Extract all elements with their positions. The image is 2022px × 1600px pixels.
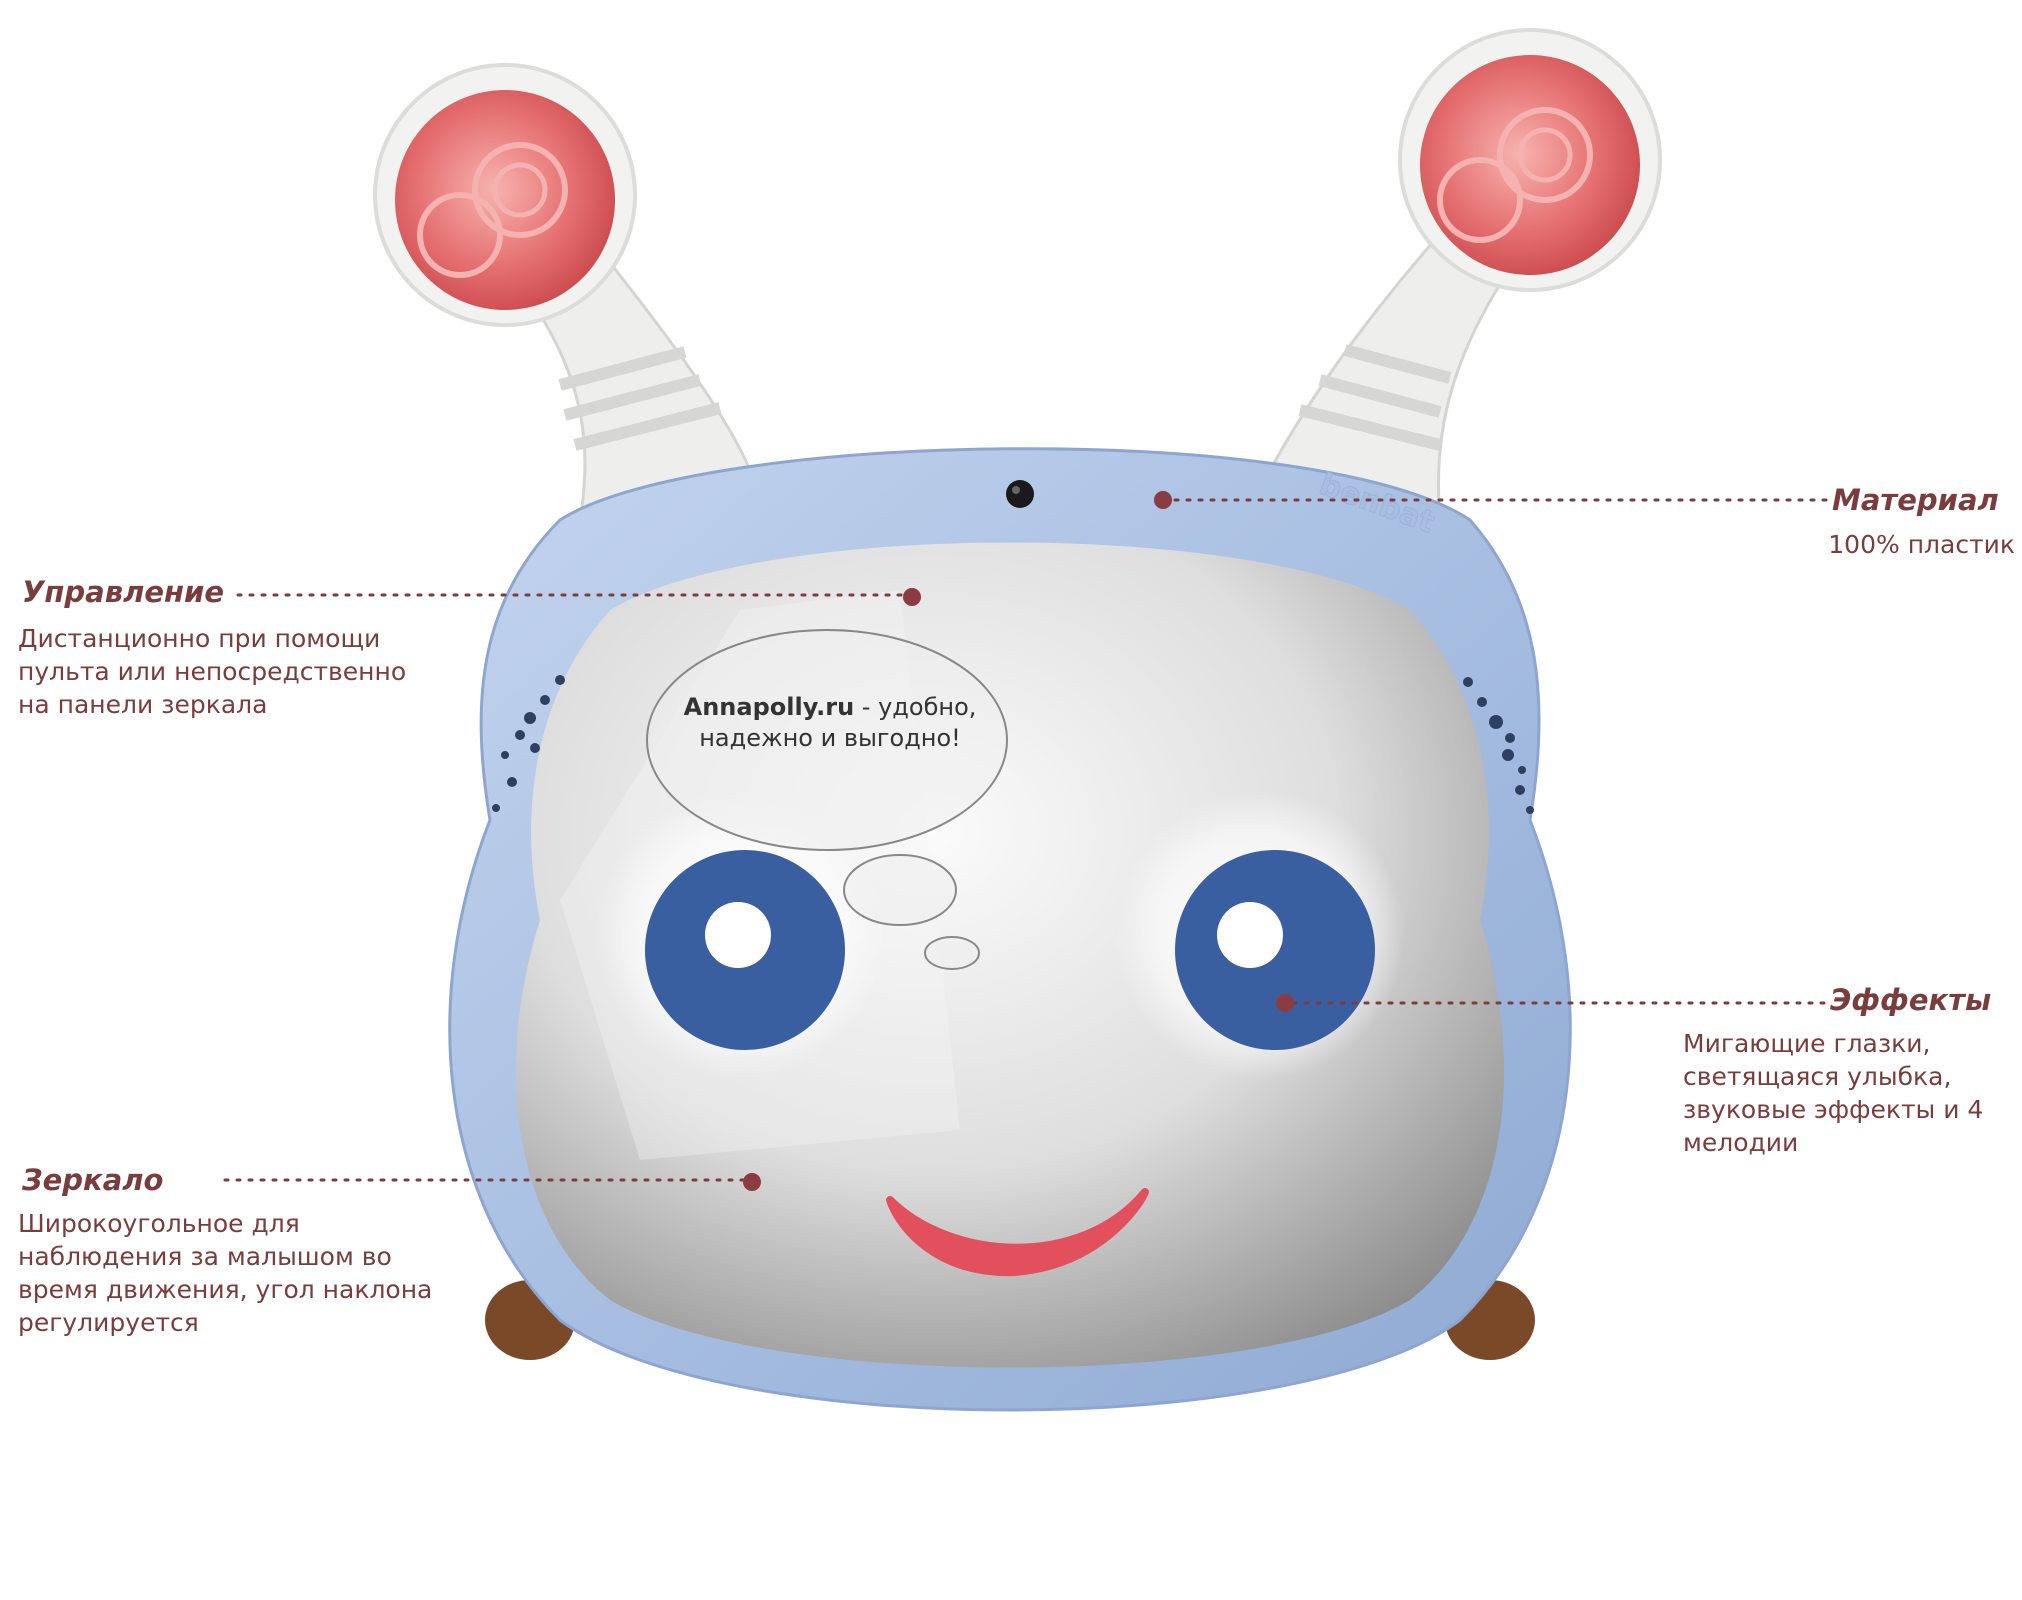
callout-desc-material: 100% пластик <box>1828 530 2015 559</box>
callout-desc-effekty: Мигающие глазки, светящаяся улыбка, звук… <box>1683 1029 1984 1157</box>
thought-bubble <box>646 629 1008 970</box>
dot-effekty <box>1276 994 1294 1012</box>
camera-lens-icon <box>1006 480 1034 508</box>
dot-zerkalo <box>743 1173 761 1191</box>
right-antenna-lens <box>1420 55 1640 275</box>
smile <box>886 1188 1149 1277</box>
bubble-brand: Annapolly.ru <box>683 693 855 721</box>
left-antenna <box>373 63 753 523</box>
left-antenna-lens <box>395 90 615 310</box>
callout-desc-upravlenie: Дистанционно при помощи пульта или непос… <box>18 624 407 719</box>
callout-leaders <box>223 498 1834 1182</box>
right-antenna <box>1267 28 1662 523</box>
callout-title-material: Материал <box>1832 483 1999 517</box>
thought-bubble-text: Annapolly.ru - удобно, надежно и выгодно… <box>680 692 980 754</box>
dot-upravlenie <box>903 588 921 606</box>
callout-desc-zerkalo: Широкоугольное для наблюдения за малышом… <box>18 1209 433 1337</box>
left-eye <box>595 790 885 1080</box>
bubble-slogan: - удобно, надежно и выгодно! <box>699 693 977 752</box>
left-speaker-holes <box>492 675 565 812</box>
callout-title-effekty: Эффекты <box>1830 983 1992 1017</box>
right-eye <box>1115 790 1405 1080</box>
callout-title-upravlenie: Управление <box>22 575 225 609</box>
callout-title-zerkalo: Зеркало <box>22 1163 164 1197</box>
right-speaker-holes <box>1463 677 1534 814</box>
dot-material <box>1154 491 1172 509</box>
